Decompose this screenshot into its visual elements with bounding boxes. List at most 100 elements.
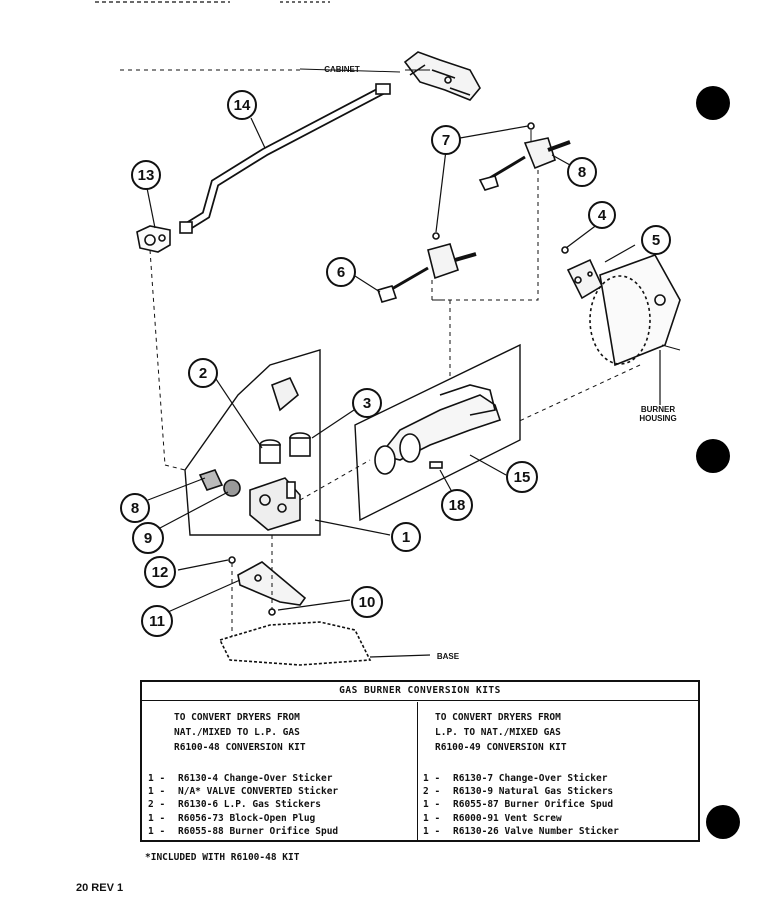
binder-hole (696, 439, 730, 473)
item-qty: 1 - (148, 812, 166, 824)
callout-11 (351, 586, 383, 618)
left-kit-heading: TO CONVERT DRYERS FROM NAT./MIXED TO L.P… (174, 710, 306, 755)
callout-label: 18 (449, 497, 466, 514)
item-qty: 1 - (148, 825, 166, 837)
list-item: 1 - R6000-91 Vent Screw (423, 812, 619, 825)
list-item: 1 - R6130-26 Valve Number Sticker (423, 825, 619, 838)
callout-label: 13 (138, 167, 155, 184)
list-item: 2 - R6130-6 L.P. Gas Stickers (148, 798, 338, 811)
list-item: 2 - R6130-9 Natural Gas Stickers (423, 785, 619, 798)
sensor-upper (478, 122, 571, 191)
list-item: 1 - R6130-4 Change-Over Sticker (148, 772, 338, 785)
right-kit-column: TO CONVERT DRYERS FROM L.P. TO NAT./MIXE… (419, 702, 700, 840)
item-desc: R6130-26 Valve Number Sticker (453, 825, 619, 837)
callout-5 (641, 225, 671, 255)
list-item: 1 - R6056-73 Block-Open Plug (148, 812, 338, 825)
callout-12 (141, 605, 173, 637)
right-kit-heading: TO CONVERT DRYERS FROM L.P. TO NAT./MIXE… (435, 710, 567, 755)
callout-18 (441, 489, 473, 521)
callout-13 (144, 556, 176, 588)
burner-tube-16 (354, 343, 521, 522)
item-desc: R6130-6 L.P. Gas Stickers (178, 799, 321, 811)
item-qty: 1 - (423, 799, 441, 811)
item-qty: 1 - (148, 786, 166, 798)
left-kit-items: 1 - R6130-4 Change-Over Sticker 1 - N/A* V… (148, 772, 338, 838)
callout-15 (227, 90, 257, 120)
callout-label: 14 (234, 97, 251, 114)
footnote: *INCLUDED WITH R6100-48 KIT (145, 852, 300, 863)
burner-housing-label: HOUSING (639, 414, 676, 423)
right-kit-items: 1 - R6130-7 Change-Over Sticker 2 - R6130-… (423, 772, 619, 838)
callout-label: 4 (598, 207, 607, 224)
callout-9 (120, 493, 150, 523)
item-desc: R6055-88 Burner Orifice Spud (178, 825, 339, 837)
heading-line: R6100-48 CONVERSION KIT (174, 742, 306, 753)
callout-label: 3 (363, 395, 371, 412)
callout-1 (391, 522, 421, 552)
base (218, 621, 372, 666)
callout-16 (506, 461, 538, 493)
callout-10 (132, 522, 164, 554)
list-item: 1 - R6055-87 Burner Orifice Spud (423, 798, 619, 811)
cabinet-label: CABINET (324, 65, 360, 74)
heading-line: R6100-49 CONVERSION KIT (435, 742, 567, 753)
binder-hole (706, 805, 740, 839)
item-desc: R6130-4 Change-Over Sticker (178, 773, 333, 784)
callout-label: 1 (402, 529, 410, 546)
callout-8 (567, 157, 597, 187)
callout-4 (588, 201, 616, 229)
list-item: 1 - R6130-7 Change-Over Sticker (423, 772, 619, 785)
ignitor-5 (561, 246, 604, 300)
callout-label: 15 (514, 469, 531, 486)
binder-hole (696, 86, 730, 120)
fitting-14 (136, 225, 171, 253)
tube-15 (179, 83, 391, 234)
callout-label: 5 (652, 232, 660, 249)
item-qty: 1 - (423, 825, 441, 837)
cabinet-bracket (403, 51, 481, 101)
callout-label: 6 (337, 264, 345, 281)
exploded-parts-diagram: 14 13 7 8 4 5 6 2 3 15 18 8 9 1 12 10 11… (95, 1, 681, 666)
item-desc: R6056-73 Block-Open Plug (178, 812, 316, 824)
page-number: 20 REV 1 (76, 882, 124, 894)
callout-2 (188, 358, 218, 388)
item-desc: R6055-87 Burner Orifice Spud (453, 799, 614, 811)
callout-7 (431, 125, 461, 155)
item-qty: 2 - (148, 799, 166, 811)
item-desc: R6130-7 Change-Over Sticker (453, 773, 608, 784)
item-qty: 1 - (423, 773, 441, 784)
heading-line: L.P. TO NAT./MIXED GAS (435, 727, 561, 738)
conversion-kits-table: GAS BURNER CONVERSION KITS TO CONVERT DR… (140, 680, 700, 842)
sensor-lower (376, 232, 477, 303)
heading-line: TO CONVERT DRYERS FROM (174, 712, 300, 723)
list-item: 1 - R6055-88 Burner Orifice Spud (148, 825, 338, 838)
base-label: BASE (437, 652, 460, 661)
callout-label: 8 (131, 500, 139, 517)
callout-label: 7 (442, 132, 450, 149)
callout-label: 9 (144, 530, 152, 547)
burner-housing-label: BURNER (641, 405, 675, 414)
callout-6 (326, 257, 356, 287)
solenoid-coils (259, 376, 311, 464)
callout-label: 12 (152, 564, 169, 581)
item-qty: 1 - (423, 812, 441, 824)
item-desc: N/A* VALVE CONVERTED Sticker (178, 786, 339, 798)
item-desc: R6130-9 Natural Gas Stickers (453, 786, 614, 798)
callout-3 (352, 388, 382, 418)
callout-label: 11 (149, 613, 165, 630)
table-title: GAS BURNER CONVERSION KITS (142, 682, 698, 701)
burner-housing (589, 254, 681, 367)
item-desc: R6000-91 Vent Screw (453, 812, 562, 824)
item-qty: 2 - (423, 786, 441, 798)
callout-label: 2 (199, 365, 207, 382)
callouts (120, 90, 671, 637)
list-item: 1 - N/A* VALVE CONVERTED Sticker (148, 785, 338, 798)
heading-line: TO CONVERT DRYERS FROM (435, 712, 561, 723)
mounting-bracket-12 (228, 556, 307, 616)
heading-line: NAT./MIXED TO L.P. GAS (174, 727, 300, 738)
gas-valve-body (249, 477, 301, 531)
left-kit-column: TO CONVERT DRYERS FROM NAT./MIXED TO L.P… (142, 702, 418, 840)
callout-14 (131, 160, 161, 190)
item-qty: 1 - (148, 773, 166, 784)
